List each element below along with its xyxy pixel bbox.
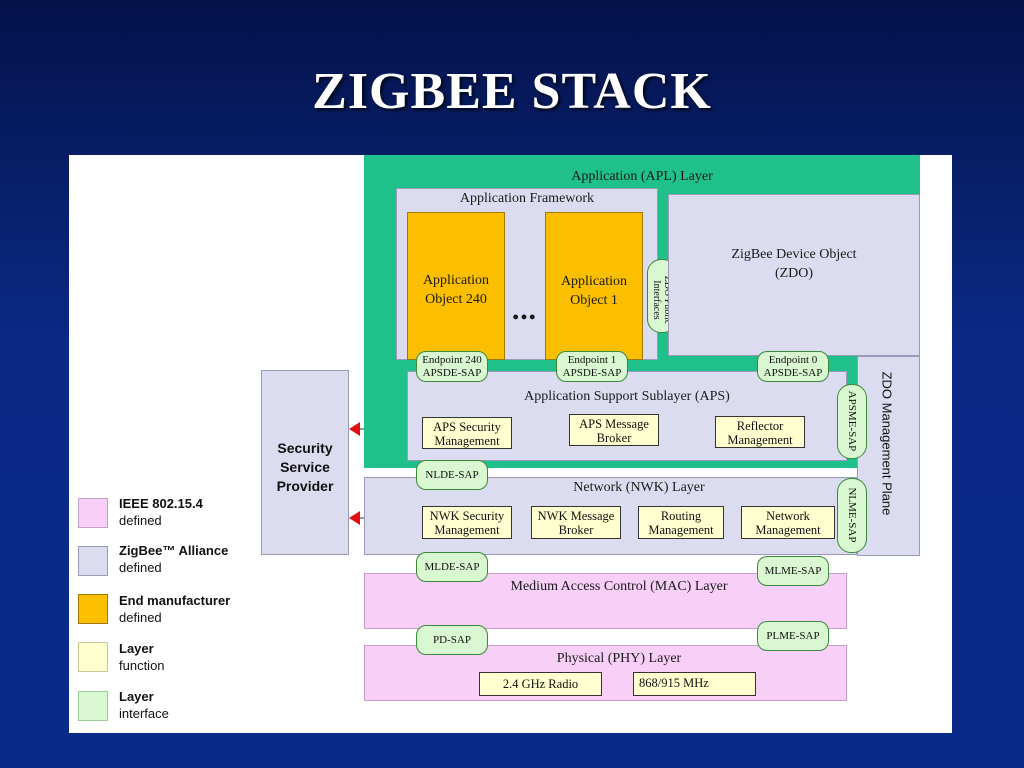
zigbee-device-object-label: ZigBee Device Object (ZDO)	[731, 247, 857, 281]
routing-management: Routing Management	[638, 506, 724, 539]
apsme-sap	[837, 384, 867, 459]
zigbee-device-object	[668, 194, 920, 356]
legend-swatch-layer-function	[78, 642, 108, 672]
plme-sap: PLME-SAP	[757, 621, 829, 651]
legend-swatch-ieee	[78, 498, 108, 528]
radio-2-4ghz: 2.4 GHz Radio	[479, 672, 602, 696]
apl-layer-label: Application (APL) Layer	[571, 169, 713, 184]
legend-swatch-layer-interface	[78, 691, 108, 721]
aps-security-management: APS Security Management	[422, 417, 512, 449]
legend-swatch-zigbee	[78, 546, 108, 576]
nlde-sap: NLDE-SAP	[416, 460, 488, 490]
mac-layer-label: Medium Access Control (MAC) Layer	[510, 579, 728, 594]
application-framework-label: Application Framework	[459, 191, 595, 206]
security-service-provider-label: Security Service Provider	[276, 440, 334, 494]
security-service-provider	[261, 370, 349, 555]
mlme-sap: MLME-SAP	[757, 556, 829, 586]
network-management: Network Management	[741, 506, 835, 539]
zdo-management-plane-label: ZDO Management Plane	[879, 371, 895, 516]
radio-868-915mhz: 868/915 MHz	[633, 672, 756, 696]
application-object-1-label: Application Object 1	[560, 274, 628, 308]
application-object-240-label: Application Object 240	[422, 273, 490, 307]
zdo-management-plane	[857, 356, 920, 556]
endpoint-0-sap: Endpoint 0 APSDE-SAP	[757, 351, 829, 382]
mlde-sap: MLDE-SAP	[416, 552, 488, 582]
aps-message-broker: APS Message Broker	[569, 414, 659, 446]
phy-layer-label: Physical (PHY) Layer	[556, 651, 682, 666]
nlme-sap-label: NLME-SAP	[846, 487, 858, 543]
reflector-management: Reflector Management	[715, 416, 805, 448]
endpoint-1-sap: Endpoint 1 APSDE-SAP	[556, 351, 628, 382]
application-object-1	[545, 212, 643, 360]
slide-title: ZIGBEE STACK	[312, 63, 712, 120]
apsme-sap-label: APSME-SAP	[846, 390, 858, 452]
endpoint-240-sap: Endpoint 240 APSDE-SAP	[416, 351, 488, 382]
nwk-message-broker: NWK Message Broker	[531, 506, 621, 539]
aps-sublayer-label: Application Support Sublayer (APS)	[524, 389, 730, 404]
legend-swatch-end-manufacturer	[78, 594, 108, 624]
ellipsis: •••	[512, 307, 538, 327]
application-object-240	[407, 212, 505, 360]
nwk-security-management: NWK Security Management	[422, 506, 512, 539]
nwk-layer-label: Network (NWK) Layer	[573, 480, 705, 495]
nlme-sap	[837, 478, 867, 553]
pd-sap: PD-SAP	[416, 625, 488, 655]
